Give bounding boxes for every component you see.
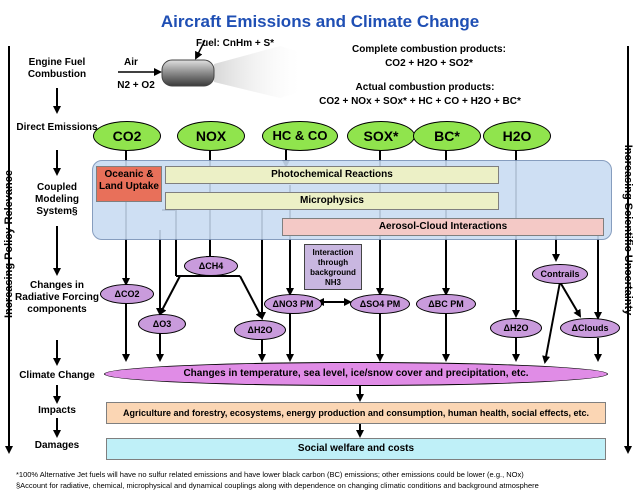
footnote-2: §Account for radiative, chemical, microp… <box>16 481 539 490</box>
row-label-engine: Engine Fuel Combustion <box>27 57 87 80</box>
row-label-coupled: Coupled Modeling System§ <box>35 182 79 217</box>
microphysics-band: Microphysics <box>165 192 499 210</box>
complete-combustion-formula: CO2 + H2O + SO2* <box>385 58 473 69</box>
air-label: Air <box>124 57 138 68</box>
row-label-climate: Climate Change <box>19 370 95 381</box>
emission-sox: SOX* <box>347 121 415 151</box>
footnote-1: *100% Alternative Jet fuels will have no… <box>16 470 524 479</box>
rf-dno3-pm: ΔNO3 PM <box>264 294 322 314</box>
interaction-nh3-box: Interaction through background NH3 <box>304 244 362 290</box>
n2o2-label: N2 + O2 <box>117 80 155 91</box>
rf-dh2o-b: ΔH2O <box>490 318 542 338</box>
emission-nox: NOX <box>177 121 245 151</box>
emission-h2o: H2O <box>483 121 551 151</box>
row-label-changes-rf: Changes in Radiative Forcing components <box>15 280 99 315</box>
damages-box: Social welfare and costs <box>106 438 606 460</box>
emission-bc: BC* <box>413 121 481 151</box>
fuel-label: Fuel: CnHm + S* <box>196 38 275 49</box>
aerosol-cloud-band: Aerosol-Cloud Interactions <box>282 218 604 236</box>
row-label-damages: Damages <box>34 440 80 451</box>
rf-dh2o-a: ΔH2O <box>234 320 286 340</box>
rf-dco2: ΔCO2 <box>100 284 154 304</box>
emission-co2: CO2 <box>93 121 161 151</box>
actual-combustion-title: Actual combustion products: <box>355 82 495 93</box>
climate-change-ellipse: Changes in temperature, sea level, ice/s… <box>104 362 608 386</box>
emission-hc-co: HC & CO <box>262 121 338 151</box>
rf-do3: ΔO3 <box>138 314 186 334</box>
rf-dch4: ΔCH4 <box>184 256 238 276</box>
diagram-title: Aircraft Emissions and Climate Change <box>160 12 480 31</box>
rf-dbc-pm: ΔBC PM <box>416 294 476 314</box>
actual-combustion-formula: CO2 + NOx + SOx* + HC + CO + H2O + BC* <box>319 96 521 107</box>
rf-contrails: Contrails <box>532 264 588 284</box>
oceanic-uptake-box: Oceanic & Land Uptake <box>96 166 162 202</box>
complete-combustion-title: Complete combustion products: <box>352 44 506 55</box>
photochemical-band: Photochemical Reactions <box>165 166 499 184</box>
impacts-box: Agriculture and forestry, ecosystems, en… <box>106 402 606 424</box>
rf-dso4-pm: ΔSO4 PM <box>350 294 410 314</box>
rf-dclouds: ΔClouds <box>560 318 620 338</box>
row-label-direct: Direct Emissions <box>16 122 98 133</box>
row-label-impacts: Impacts <box>38 405 76 416</box>
